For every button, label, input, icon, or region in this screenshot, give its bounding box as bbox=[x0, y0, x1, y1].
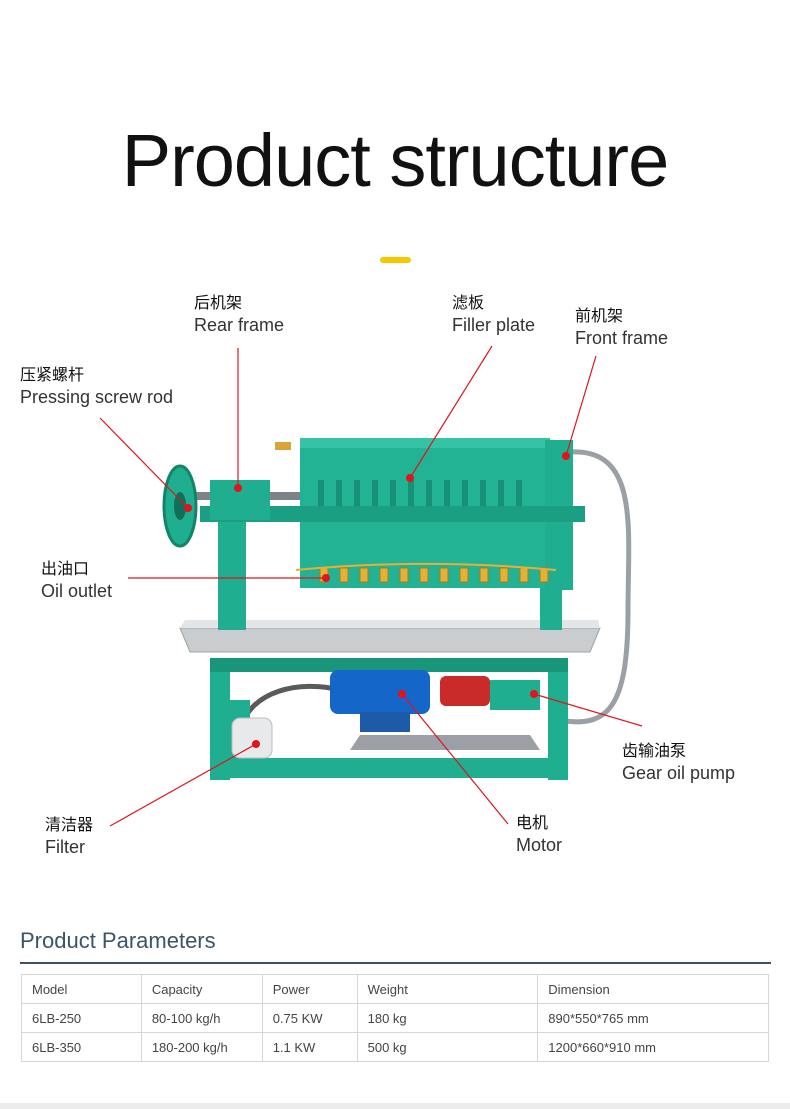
label-motor-en: Motor bbox=[516, 835, 563, 855]
cell-power: 0.75 KW bbox=[261, 1003, 358, 1033]
label-filler-plate-zh: 滤板 bbox=[452, 293, 485, 312]
label-rear-frame: 后机架 Rear frame bbox=[194, 292, 284, 336]
label-filler-plate: 滤板 Filler plate bbox=[452, 292, 535, 336]
side-bar bbox=[200, 506, 585, 522]
label-pressing-screw-rod-zh: 压紧螺杆 bbox=[20, 365, 85, 384]
cell-dimension: 1200*660*910 mm bbox=[537, 1032, 769, 1062]
cell-weight: 500 kg bbox=[356, 1032, 539, 1062]
rear-frame-leg bbox=[218, 520, 246, 630]
label-front-frame-zh: 前机架 bbox=[575, 306, 624, 325]
label-filter: 清洁器 Filter bbox=[45, 814, 93, 858]
title-accent-bar bbox=[380, 257, 411, 263]
bottom-band bbox=[0, 1103, 790, 1109]
oil-tray bbox=[179, 627, 601, 653]
pump-body bbox=[440, 676, 490, 706]
label-pressing-screw-rod-en: Pressing screw rod bbox=[20, 387, 174, 407]
label-rear-frame-en: Rear frame bbox=[194, 315, 285, 335]
filter-press-machine-illustration bbox=[99, 345, 643, 827]
label-oil-outlet: 出油口 Oil outlet bbox=[41, 558, 112, 602]
cell-model: 6LB-250 bbox=[21, 1003, 142, 1033]
motor-body bbox=[330, 670, 430, 714]
filter-plate-ridges bbox=[318, 480, 522, 520]
label-motor-zh: 电机 bbox=[516, 813, 549, 832]
table-row: 6LB-350 180-200 kg/h 1.1 KW 500 kg 1200*… bbox=[21, 1032, 769, 1062]
label-pressing-screw-rod: 压紧螺杆 Pressing screw rod bbox=[20, 364, 173, 408]
parameters-table: Model Capacity Power Weight Dimension 6L… bbox=[21, 974, 769, 1062]
cell-power: 1.1 KW bbox=[261, 1032, 358, 1062]
column-header-power: Power bbox=[261, 974, 358, 1004]
cell-weight: 180 kg bbox=[356, 1003, 539, 1033]
label-oil-outlet-zh: 出油口 bbox=[41, 559, 90, 578]
filter-canister bbox=[231, 717, 273, 759]
label-filter-zh: 清洁器 bbox=[45, 815, 94, 834]
label-gear-oil-pump-en: Gear oil pump bbox=[622, 763, 736, 783]
column-header-weight: Weight bbox=[356, 974, 539, 1004]
column-header-dimension: Dimension bbox=[537, 974, 769, 1004]
label-front-frame-en: Front frame bbox=[575, 328, 669, 348]
cell-capacity: 80-100 kg/h bbox=[140, 1003, 263, 1033]
label-front-frame: 前机架 Front frame bbox=[575, 305, 668, 349]
parameters-divider bbox=[20, 962, 771, 964]
label-motor: 电机 Motor bbox=[516, 812, 562, 856]
cell-capacity: 180-200 kg/h bbox=[140, 1032, 263, 1062]
label-oil-outlet-en: Oil outlet bbox=[41, 581, 113, 601]
page-title: Product structure bbox=[121, 119, 669, 202]
cell-model: 6LB-350 bbox=[21, 1032, 142, 1062]
oil-hose bbox=[559, 449, 632, 725]
label-rear-frame-zh: 后机架 bbox=[194, 293, 243, 312]
base-frame-left-leg bbox=[210, 660, 230, 780]
table-header-row: Model Capacity Power Weight Dimension bbox=[21, 974, 769, 1004]
label-gear-oil-pump: 齿输油泵 Gear oil pump bbox=[622, 740, 735, 784]
label-filter-en: Filter bbox=[45, 837, 85, 857]
parameters-title: Product Parameters bbox=[20, 928, 216, 953]
cell-dimension: 890*550*765 mm bbox=[537, 1003, 769, 1033]
label-gear-oil-pump-zh: 齿输油泵 bbox=[622, 741, 687, 760]
table-row: 6LB-250 80-100 kg/h 0.75 KW 180 kg 890*5… bbox=[21, 1003, 769, 1033]
product-structure-figure: 后机架 Rear frame 滤板 Filler plate 前机架 Front… bbox=[0, 280, 790, 880]
base-frame-top bbox=[210, 658, 568, 672]
top-valve bbox=[275, 442, 291, 450]
column-header-model: Model bbox=[21, 974, 142, 1004]
label-filler-plate-en: Filler plate bbox=[452, 315, 536, 335]
base-frame-right-leg bbox=[548, 660, 568, 780]
column-header-capacity: Capacity bbox=[140, 974, 263, 1004]
base-frame-bottom bbox=[210, 758, 568, 778]
